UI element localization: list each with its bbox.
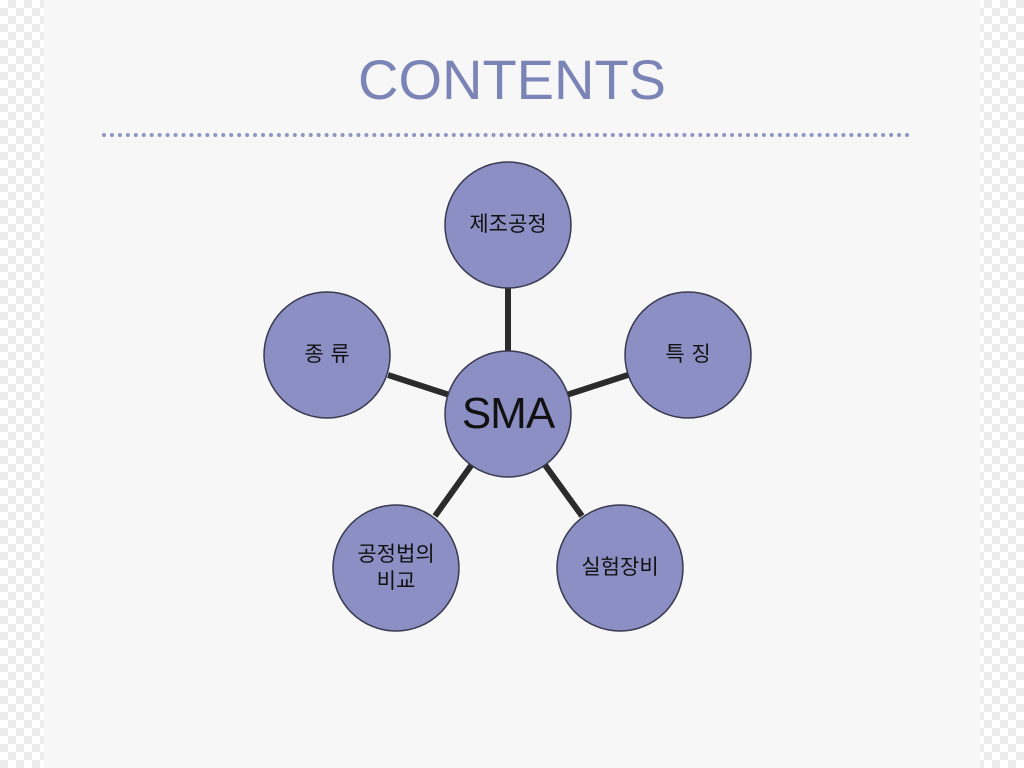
node-label-left: 종 류: [304, 342, 350, 367]
node-left[interactable]: [263, 291, 391, 419]
node-label-right: 특 징: [665, 342, 711, 367]
node-bottom-left[interactable]: [332, 504, 460, 632]
node-label-center: SMA: [461, 389, 555, 439]
node-label-bottom-left: 공정법의 비교: [357, 541, 435, 593]
node-label-bottom-right: 실험장비: [581, 555, 659, 580]
page-title: CONTENTS: [358, 48, 666, 111]
node-right[interactable]: [624, 291, 752, 419]
node-label-top: 제조공정: [469, 212, 547, 237]
title-divider: [102, 133, 910, 137]
node-top[interactable]: [444, 161, 572, 289]
node-center[interactable]: [444, 350, 572, 478]
node-bottom-right[interactable]: [556, 504, 684, 632]
